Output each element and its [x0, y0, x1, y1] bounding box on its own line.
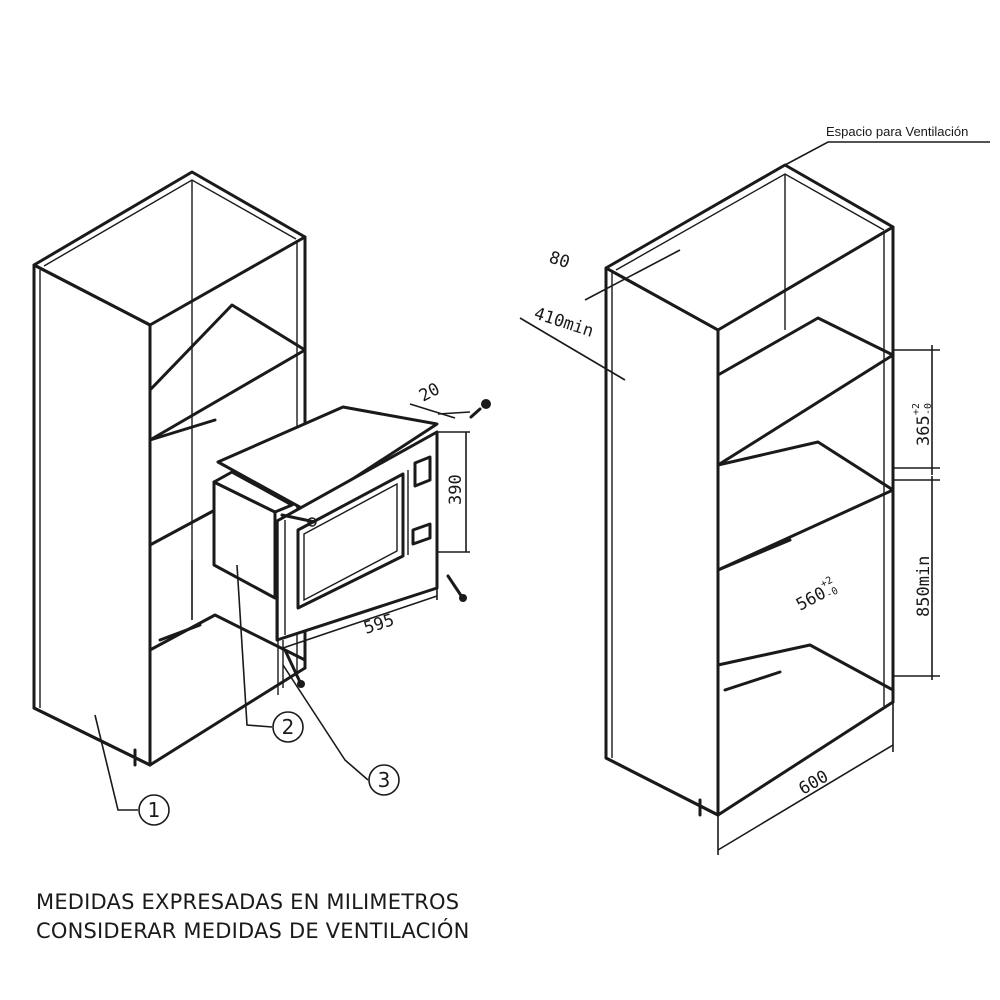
- ventilation-leader: [784, 141, 990, 166]
- dim-opening-width-label: 560 +2 -0: [793, 575, 841, 616]
- screw-icon: [446, 574, 467, 602]
- svg-text:+2: +2: [911, 403, 922, 415]
- right-cabinet: [604, 163, 895, 817]
- dim-floor-height-label: 850min: [914, 556, 934, 617]
- screw-icon: [469, 399, 491, 419]
- svg-text:+2: +2: [819, 575, 835, 590]
- dim-cabinet-width-label: 600: [796, 767, 833, 800]
- dim-gap-label: 20: [416, 379, 443, 406]
- dim-opening-height-label: 365 +2 -0: [911, 403, 934, 446]
- right-dimensions: [519, 249, 940, 855]
- callout-1: 1: [138, 794, 170, 826]
- svg-text:-0: -0: [825, 585, 841, 600]
- left-dimensions: [282, 403, 471, 649]
- note-ventilation: CONSIDERAR MEDIDAS DE VENTILACIÓN: [36, 919, 470, 943]
- svg-text:-0: -0: [923, 403, 934, 415]
- dim-width-label: 595: [361, 610, 396, 639]
- dim-vent-gap-label: 80: [546, 248, 572, 273]
- dim-height-label: 390: [446, 474, 466, 505]
- callout-leaders: [94, 564, 369, 811]
- svg-text:3: 3: [378, 768, 391, 792]
- microwave-oven: [212, 399, 491, 695]
- callout-2: 2: [272, 711, 304, 743]
- note-units: MEDIDAS EXPRESADAS EN MILIMETROS: [36, 890, 460, 914]
- ventilation-label: Espacio para Ventilación: [826, 124, 968, 139]
- callout-3: 3: [368, 764, 400, 796]
- svg-text:2: 2: [282, 715, 295, 739]
- svg-text:365: 365: [914, 415, 934, 446]
- notes: MEDIDAS EXPRESADAS EN MILIMETROS CONSIDE…: [36, 888, 470, 946]
- left-cabinet: [32, 170, 307, 767]
- svg-text:1: 1: [148, 798, 161, 822]
- dim-depth-min-label: 410min: [531, 304, 596, 342]
- screw-icon: [283, 648, 305, 688]
